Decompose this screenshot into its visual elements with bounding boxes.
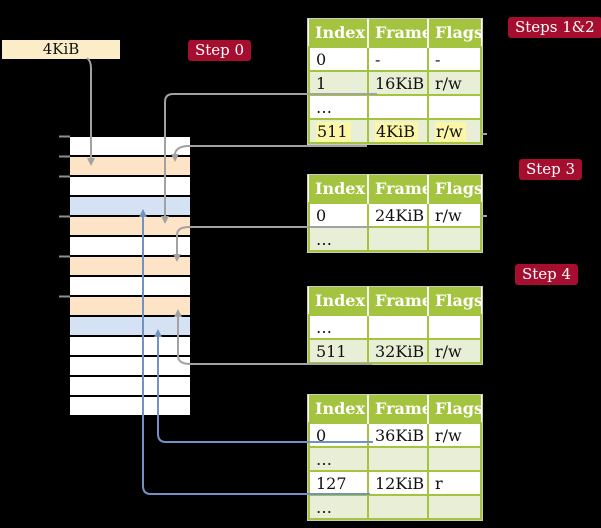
memory-frame-row-free [70, 357, 190, 375]
table-row: 0 - - [308, 46, 482, 72]
memory-frame-row-free [70, 177, 190, 195]
table-header-row: Index Frame Flags [309, 175, 481, 203]
steps-1-2-badge: Steps 1&2 [508, 17, 601, 38]
table-row-highlighted: 511 4KiB r/w [308, 118, 482, 144]
page-table-level-4: Index Frame Flags 0 - - 1 16KiB r/w … 51… [307, 18, 483, 145]
table-row: 1 16KiB r/w [308, 70, 482, 96]
column-header-frame: Frame [367, 287, 428, 315]
column-header-frame: Frame [367, 395, 428, 423]
memory-frame-row-free [70, 277, 190, 295]
memory-frame-row-table [70, 157, 190, 175]
page-table-level-1: Index Frame Flags 0 36KiB r/w … 127 12Ki… [307, 394, 483, 521]
table-row-ellipsis: … [308, 494, 482, 520]
memory-frame-row-free [70, 237, 190, 255]
memory-frame-row-free [70, 337, 190, 355]
page-table-level-3: Index Frame Flags 0 24KiB r/w … [307, 174, 483, 253]
column-header-flags: Flags [427, 287, 481, 315]
column-header-index: Index [309, 395, 368, 423]
physical-memory-strip [70, 137, 190, 417]
table-header-row: Index Frame Flags [309, 19, 481, 47]
memory-frame-row-table [70, 217, 190, 235]
column-header-index: Index [309, 19, 368, 47]
table-row: 0 36KiB r/w [308, 422, 482, 448]
memory-frame-row-page [70, 197, 190, 215]
column-header-flags: Flags [427, 395, 481, 423]
column-header-flags: Flags [427, 175, 481, 203]
page-table-level-2: Index Frame Flags … 511 32KiB r/w [307, 286, 483, 365]
column-header-index: Index [309, 175, 368, 203]
memory-frame-row-table [70, 257, 190, 275]
column-header-index: Index [309, 287, 368, 315]
step-4-badge: Step 4 [515, 264, 579, 285]
memory-address-ticks [59, 135, 70, 298]
memory-frame-row-table [70, 297, 190, 315]
memory-frame-row-page [70, 317, 190, 335]
table-row-ellipsis: … [308, 226, 482, 252]
table-header-row: Index Frame Flags [309, 287, 481, 315]
arrow-l4-index511-to-4kib-frame [171, 145, 367, 162]
step-3-badge: Step 3 [519, 159, 583, 180]
table-row-ellipsis: … [308, 94, 482, 120]
memory-frame-row-free [70, 397, 190, 415]
column-header-frame: Frame [367, 175, 428, 203]
table-row: 0 24KiB r/w [308, 202, 482, 228]
table-row: 511 32KiB r/w [308, 338, 482, 364]
memory-frame-row-free [70, 377, 190, 395]
step-0-badge: Step 0 [188, 40, 252, 61]
highlighted-cell-value: 511 [316, 121, 351, 141]
table-row-ellipsis: … [308, 314, 482, 340]
column-header-frame: Frame [367, 19, 428, 47]
highlighted-cell-value: r/w [435, 121, 466, 141]
cr3-frame-box: 4KiB [2, 40, 120, 59]
table-row: 127 12KiB r [308, 470, 482, 496]
table-row-ellipsis: … [308, 446, 482, 472]
column-header-flags: Flags [427, 19, 481, 47]
table-header-row: Index Frame Flags [309, 395, 481, 423]
memory-frame-row-free [70, 137, 190, 155]
highlighted-cell-value: 4KiB [375, 121, 419, 141]
